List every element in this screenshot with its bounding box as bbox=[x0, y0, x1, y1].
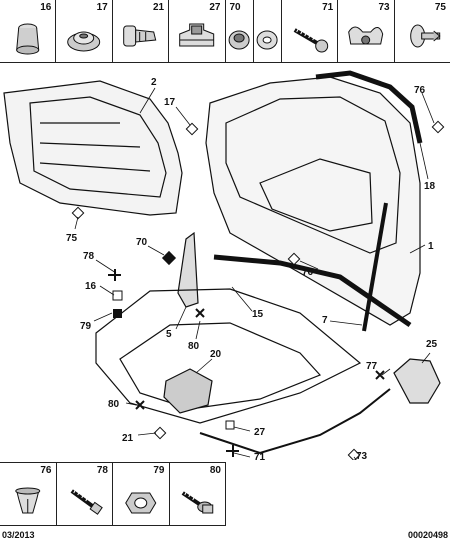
part-number: 17 bbox=[96, 2, 108, 13]
release-handle bbox=[393, 358, 441, 404]
part-cell-75[interactable]: 75 bbox=[394, 0, 450, 62]
grommet-icon bbox=[16, 23, 40, 55]
gas-strut bbox=[362, 202, 388, 332]
part-cell-70b[interactable] bbox=[252, 0, 281, 62]
cable-clip-icon bbox=[348, 26, 384, 45]
part-number: 70 bbox=[229, 2, 241, 13]
callout-71: 71 bbox=[254, 452, 266, 460]
pad-icon bbox=[228, 30, 250, 50]
insulation-pad bbox=[3, 80, 183, 216]
callout-76: 76 bbox=[414, 85, 426, 96]
weatherstrip bbox=[315, 70, 423, 144]
diagram-reference: 00020498 bbox=[407, 530, 448, 540]
part-cell-80[interactable]: 80 bbox=[169, 463, 225, 525]
callout-25: 25 bbox=[426, 339, 438, 350]
hood-assembly-drawing: 2 17 76 18 1 75 70 76 78 16 79 5 80 15 7… bbox=[3, 70, 445, 460]
part-cell-17[interactable]: 17 bbox=[56, 0, 113, 62]
callout-79: 79 bbox=[80, 321, 92, 332]
callout-77: 77 bbox=[366, 361, 378, 372]
bolt-icon bbox=[70, 488, 103, 515]
callout-73: 73 bbox=[356, 451, 368, 460]
part-cell-71[interactable]: 71 bbox=[281, 0, 339, 62]
flange-bolt-icon bbox=[181, 490, 213, 514]
callout-75: 75 bbox=[66, 233, 78, 244]
part-cell-78[interactable]: 78 bbox=[56, 463, 113, 525]
part-cell-70-71: 70 bbox=[225, 0, 282, 62]
callout-16: 16 bbox=[85, 281, 97, 292]
part-cell-21[interactable]: 21 bbox=[112, 0, 170, 62]
part-cell-79[interactable]: 79 bbox=[113, 463, 170, 525]
callout-1: 1 bbox=[428, 241, 434, 252]
callout-27: 27 bbox=[254, 427, 266, 438]
top-parts-strip: 16 17 21 27 bbox=[0, 0, 450, 63]
part-number: 71 bbox=[322, 2, 334, 13]
callout-18: 18 bbox=[424, 181, 436, 192]
nut-icon bbox=[125, 492, 157, 514]
push-rivet-icon bbox=[409, 24, 441, 48]
callout-80: 80 bbox=[188, 341, 200, 352]
part-cell-70[interactable]: 70 bbox=[226, 0, 253, 62]
part-number: 16 bbox=[40, 2, 52, 13]
part-number: 75 bbox=[434, 2, 446, 13]
part-cell-76[interactable]: 76 bbox=[0, 463, 57, 525]
hood-lock bbox=[163, 368, 213, 414]
hood-panel bbox=[205, 76, 421, 326]
screw-icon bbox=[293, 27, 329, 53]
callout-20: 20 bbox=[210, 349, 222, 360]
part-cell-16[interactable]: 16 bbox=[0, 0, 57, 62]
callout-2: 2 bbox=[151, 77, 157, 88]
part-number: 73 bbox=[378, 2, 390, 13]
front-seal bbox=[213, 254, 412, 328]
part-cell-27[interactable]: 27 bbox=[169, 0, 226, 62]
callout-78: 78 bbox=[83, 251, 95, 262]
callout-17: 17 bbox=[164, 97, 176, 108]
revision-date: 03/2013 bbox=[2, 530, 35, 540]
callout-7: 7 bbox=[322, 315, 328, 326]
callout-15: 15 bbox=[252, 309, 264, 320]
part-number: 21 bbox=[153, 2, 165, 13]
exploded-diagram: 2 17 76 18 1 75 70 76 78 16 79 5 80 15 7… bbox=[0, 63, 450, 460]
part-number: 80 bbox=[209, 465, 221, 476]
release-cable bbox=[199, 388, 391, 455]
front-frame bbox=[95, 288, 362, 424]
plug-icon bbox=[67, 31, 101, 52]
part-number: 27 bbox=[209, 2, 221, 13]
push-clip-icon bbox=[15, 487, 41, 514]
hinge bbox=[177, 231, 199, 308]
part-number: 76 bbox=[40, 465, 52, 476]
callout-76: 76 bbox=[302, 267, 314, 278]
callout-5: 5 bbox=[166, 329, 172, 340]
callout-21: 21 bbox=[122, 433, 134, 444]
part-cell-73[interactable]: 73 bbox=[338, 0, 395, 62]
pad-icon bbox=[256, 30, 278, 50]
part-number: 78 bbox=[96, 465, 108, 476]
bottom-parts-strip: 76 78 79 80 bbox=[0, 462, 226, 526]
bracket-clip-icon bbox=[179, 23, 215, 47]
callout-80: 80 bbox=[108, 399, 120, 410]
callout-70: 70 bbox=[136, 237, 148, 248]
clip-icon bbox=[122, 25, 157, 47]
part-number: 79 bbox=[153, 465, 165, 476]
